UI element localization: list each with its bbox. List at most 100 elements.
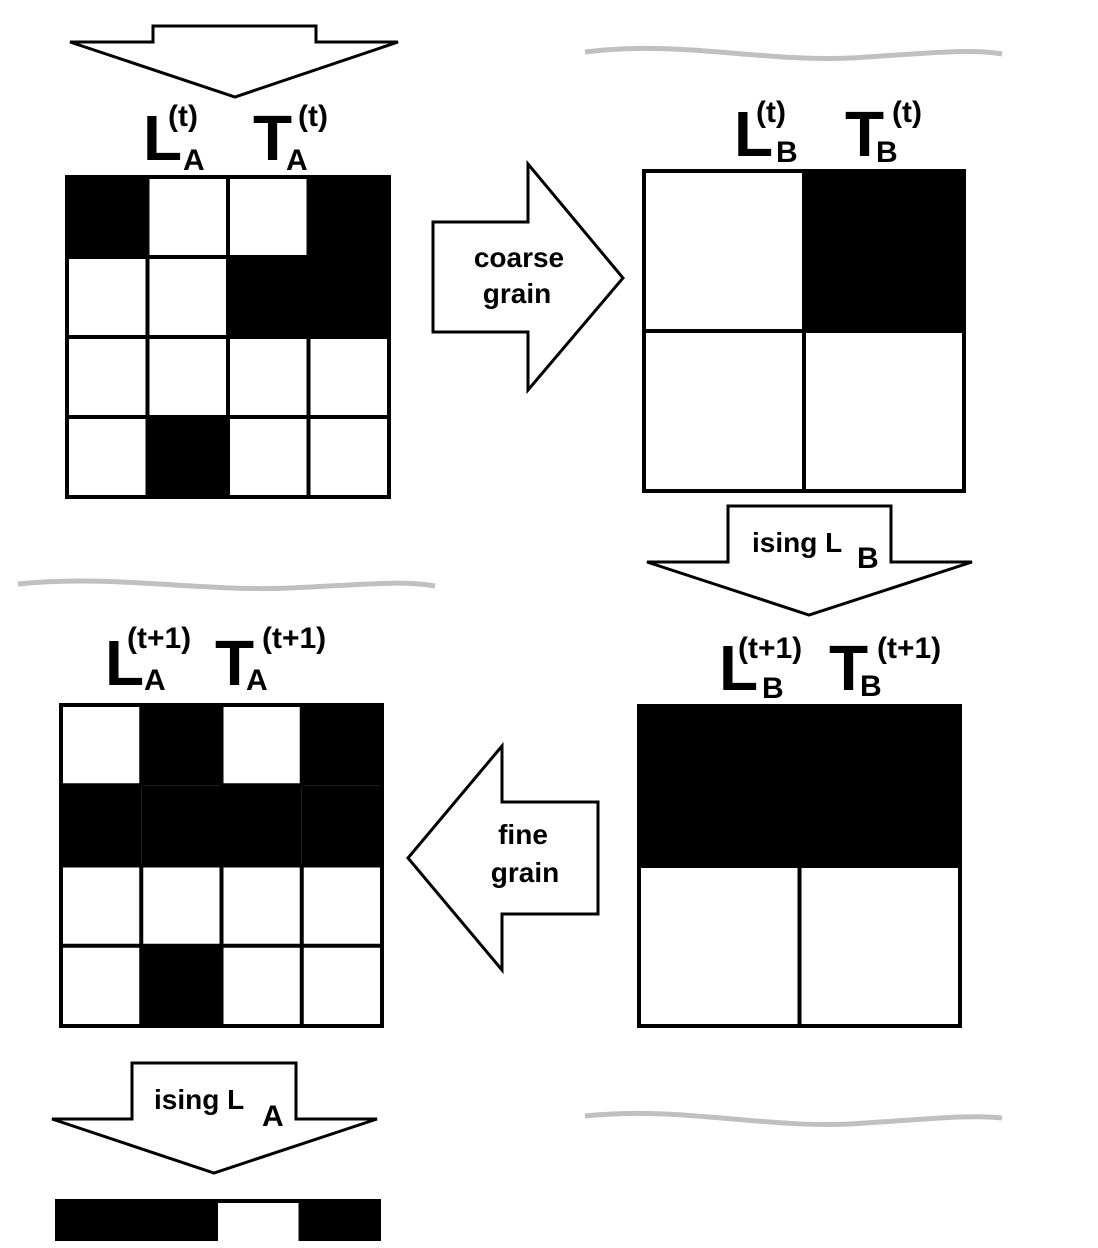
label-b-t1-L: L — [719, 632, 758, 704]
label-b-t-L-sup: (t) — [756, 96, 786, 129]
cell-empty — [67, 257, 148, 337]
cell-filled — [147, 417, 228, 497]
label-a-t-T-sub: A — [286, 144, 308, 177]
cell-filled — [301, 785, 382, 866]
label-b-t-T: T — [845, 98, 884, 170]
label-b-t1-T: T — [829, 632, 868, 704]
separator-top-right — [584, 45, 1003, 61]
strip-cell-filled — [298, 1201, 379, 1241]
cell-empty — [221, 865, 302, 946]
label-b-t1-L-sub: B — [762, 672, 784, 705]
grid-border — [59, 703, 384, 1028]
ising-lb-text: ising L — [752, 527, 842, 558]
cell-filled — [799, 706, 960, 866]
cell-empty — [147, 257, 228, 337]
label-a-t1: L (t+1) A T (t+1) A — [105, 622, 326, 699]
label-a-t1-T: T — [215, 627, 254, 699]
strip-border — [55, 1199, 381, 1241]
label-a-t-T-sup: (t) — [298, 100, 328, 133]
label-b-t-L: L — [734, 98, 773, 170]
top-down-arrow — [69, 24, 399, 99]
cell-filled — [804, 171, 964, 331]
ising-la-arrow — [51, 1061, 378, 1175]
label-a-t1-T-sup: (t+1) — [262, 622, 326, 655]
cell-filled — [141, 705, 222, 786]
cell-filled — [67, 177, 148, 257]
cell-filled — [141, 945, 222, 1026]
cell-empty — [147, 337, 228, 417]
cell-filled — [141, 785, 222, 866]
grid-a-t1 — [59, 703, 384, 1028]
label-a-t-L: L — [143, 102, 182, 174]
ising-lb-sub: B — [857, 542, 879, 575]
label-a-t1-L: L — [105, 627, 144, 699]
cell-empty — [61, 705, 142, 786]
cell-empty — [141, 865, 222, 946]
cell-filled — [308, 177, 389, 257]
cell-empty — [67, 337, 148, 417]
fine-grain-line2: grain — [491, 857, 559, 888]
label-b-t-T-sub: B — [876, 136, 898, 169]
cell-empty — [61, 945, 142, 1026]
cell-empty — [644, 331, 804, 491]
label-a-t-L-sup: (t) — [168, 100, 198, 133]
cell-empty — [221, 945, 302, 1026]
fine-grain-arrow — [406, 741, 600, 975]
label-a-t-T: T — [253, 102, 292, 174]
label-b-t: L (t) B T (t) B — [734, 96, 922, 170]
cell-filled — [308, 257, 389, 337]
strip-cell-empty — [218, 1201, 299, 1241]
grid-b-t1 — [637, 704, 962, 1028]
grid-a-t — [65, 175, 391, 499]
ising-lb-arrow — [646, 504, 973, 617]
cell-empty — [228, 337, 309, 417]
cell-empty — [799, 866, 960, 1026]
separator-bottom-right — [584, 1110, 1003, 1127]
cell-filled — [228, 257, 309, 337]
cell-filled — [639, 706, 800, 866]
cell-empty — [308, 337, 389, 417]
cell-empty — [644, 171, 804, 331]
cell-empty — [308, 417, 389, 497]
ising-la-text: ising L — [154, 1084, 244, 1115]
cell-empty — [147, 177, 228, 257]
cell-filled — [301, 705, 382, 786]
label-a-t: L (t) A T (t) A — [143, 100, 328, 177]
label-b-t1: L (t+1) B T (t+1) B — [719, 632, 941, 705]
cell-empty — [301, 945, 382, 1026]
separator-mid-left — [17, 578, 436, 592]
ising-la-sub: A — [262, 1100, 284, 1133]
grid-border — [642, 169, 966, 493]
strip-cell-filled — [57, 1201, 138, 1241]
cell-empty — [228, 177, 309, 257]
cell-filled — [61, 785, 142, 866]
label-b-t1-T-sub: B — [860, 670, 882, 703]
label-a-t-L-sub: A — [183, 144, 205, 177]
bottom-strip — [55, 1199, 381, 1241]
label-a-t1-L-sup: (t+1) — [127, 622, 191, 655]
label-a-t1-L-sub: A — [144, 664, 166, 697]
cell-empty — [639, 866, 800, 1026]
cell-empty — [67, 417, 148, 497]
coarse-grain-arrow — [431, 159, 625, 395]
grid-border — [65, 175, 391, 499]
cell-empty — [804, 331, 964, 491]
label-b-t-T-sup: (t) — [892, 96, 922, 129]
cell-filled — [221, 785, 302, 866]
label-b-t1-T-sup: (t+1) — [877, 632, 941, 665]
cell-empty — [221, 705, 302, 786]
cell-empty — [61, 865, 142, 946]
coarse-grain-line2: grain — [483, 278, 551, 309]
grid-border — [637, 704, 962, 1028]
coarse-grain-line1: coarse — [474, 242, 564, 273]
strip-cell-filled — [137, 1201, 218, 1241]
fine-grain-line1: fine — [498, 819, 548, 850]
cell-empty — [301, 865, 382, 946]
label-b-t-L-sub: B — [776, 136, 798, 169]
label-a-t1-T-sub: A — [246, 664, 268, 697]
grid-b-t — [642, 169, 966, 493]
label-b-t1-L-sup: (t+1) — [738, 632, 802, 665]
cell-empty — [228, 417, 309, 497]
